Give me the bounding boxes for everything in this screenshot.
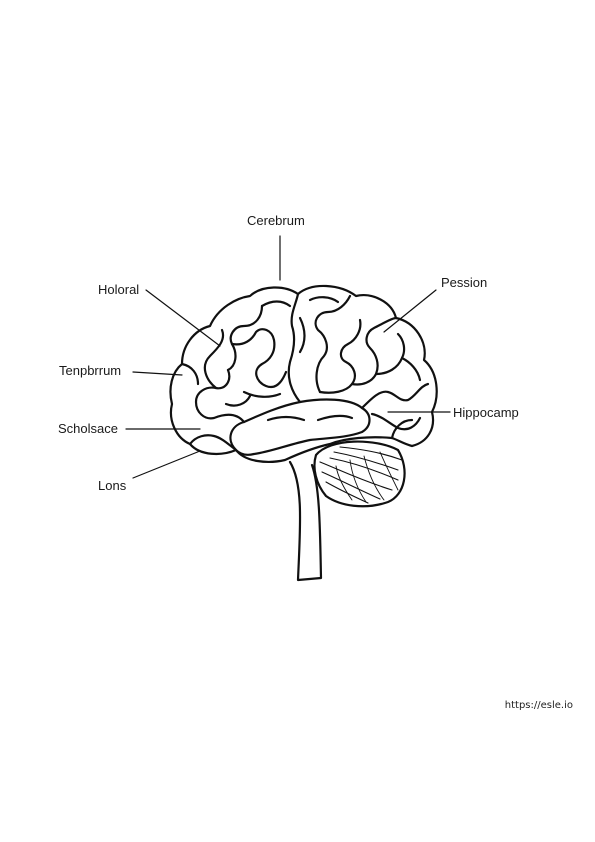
label-tenpbrrum: Tenpbrrum [59, 363, 122, 378]
gyrus [226, 304, 264, 372]
gyrus [260, 300, 292, 308]
cerebellum [313, 440, 406, 508]
gyrus [308, 296, 340, 304]
label-lons: Lons [98, 478, 127, 493]
gyrus [318, 318, 362, 394]
label-holoral: Holoral [98, 282, 140, 297]
gyrus [224, 394, 252, 407]
gyrus [370, 412, 422, 431]
gyrus [350, 316, 398, 386]
label-cerebrum: Cerebrum [247, 213, 305, 228]
gyrus [390, 418, 414, 440]
leader-line-lons [132, 450, 201, 479]
leader-line-pession [383, 289, 437, 333]
gyrus [203, 328, 225, 390]
gyrus [360, 382, 430, 410]
watermark: https://esle.io [504, 700, 573, 711]
gyrus [180, 362, 200, 386]
gyrus [316, 414, 354, 422]
gyrus [242, 390, 282, 398]
gyrus [230, 328, 288, 389]
label-pession: Pession [441, 275, 488, 290]
gyrus [314, 294, 352, 394]
gyrus [298, 316, 306, 354]
label-scholsace: Scholsace [58, 421, 118, 436]
gyrus [400, 356, 422, 382]
gyrus [194, 368, 246, 424]
gyrus [287, 292, 302, 404]
temporal-lobe [229, 398, 371, 456]
label-hippocamp: Hippocamp [453, 405, 519, 420]
leader-line-tenpbrrum [132, 371, 183, 376]
gyrus [188, 434, 238, 452]
leader-line-holoral [145, 289, 221, 347]
brain-stem [288, 460, 323, 582]
gyrus [266, 415, 306, 422]
